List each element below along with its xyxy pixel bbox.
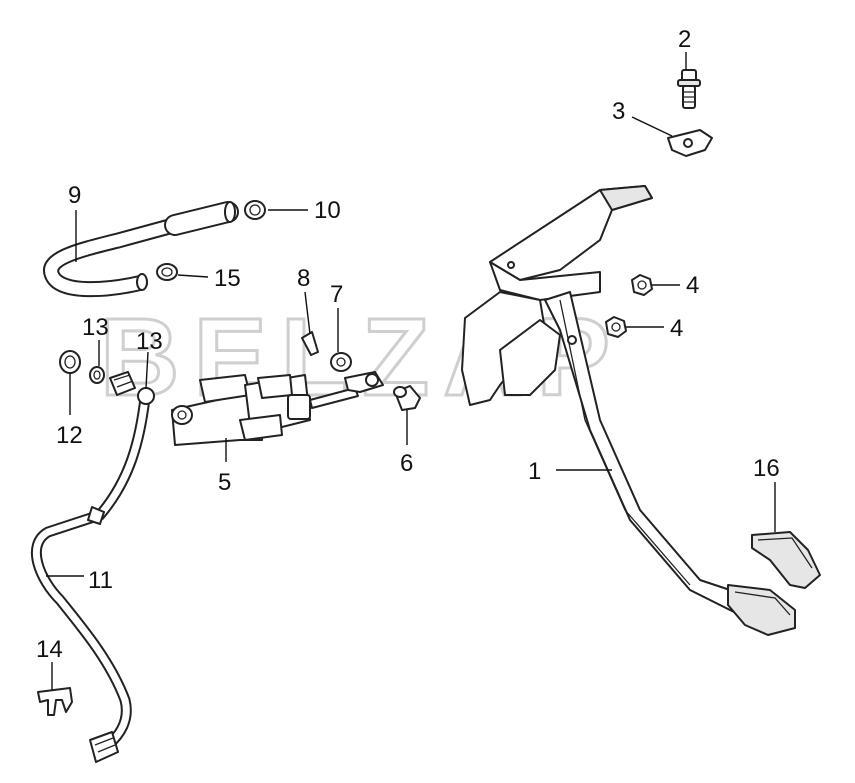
dust-cap — [59, 350, 81, 374]
callout-13-left: 13 — [82, 314, 109, 341]
callout-7: 7 — [330, 281, 343, 308]
callout-11: 11 — [88, 567, 113, 594]
washer — [330, 352, 352, 372]
leader-lines — [46, 52, 776, 690]
callout-2: 2 — [678, 26, 691, 53]
callout-15: 15 — [214, 265, 241, 292]
callout-labels: 1 2 3 4 4 5 6 7 8 9 10 11 12 13 13 14 15… — [36, 26, 780, 663]
callout-9: 9 — [68, 182, 81, 209]
o-ring — [89, 366, 105, 384]
nut-upper — [631, 274, 653, 296]
pedal-pad-cover — [751, 531, 821, 589]
callout-3: 3 — [612, 98, 625, 125]
callout-1: 1 — [528, 458, 541, 485]
callout-4-lower: 4 — [670, 315, 683, 342]
callout-6: 6 — [400, 450, 413, 477]
callout-4-upper: 4 — [686, 272, 699, 299]
callout-5: 5 — [218, 469, 231, 496]
callout-13-right: 13 — [136, 328, 163, 355]
callout-12: 12 — [56, 422, 83, 449]
callout-16: 16 — [753, 455, 780, 482]
pipe-fitting — [109, 371, 136, 396]
hose-clamp-lower — [156, 263, 178, 281]
cotter-pin — [301, 331, 319, 356]
callout-10: 10 — [314, 197, 341, 224]
clutch-master-cylinder — [171, 371, 384, 446]
clutch-pipe — [31, 387, 155, 763]
clevis-pin — [393, 385, 421, 411]
pedal-assembly — [461, 185, 796, 636]
clip-plate — [667, 129, 713, 157]
callout-8: 8 — [297, 265, 310, 292]
reservoir-hose — [43, 201, 239, 298]
retaining-clip — [37, 687, 73, 716]
nut-lower — [605, 316, 627, 338]
callout-14: 14 — [36, 636, 63, 663]
bolt — [677, 69, 701, 109]
hose-clamp-upper — [244, 200, 266, 220]
